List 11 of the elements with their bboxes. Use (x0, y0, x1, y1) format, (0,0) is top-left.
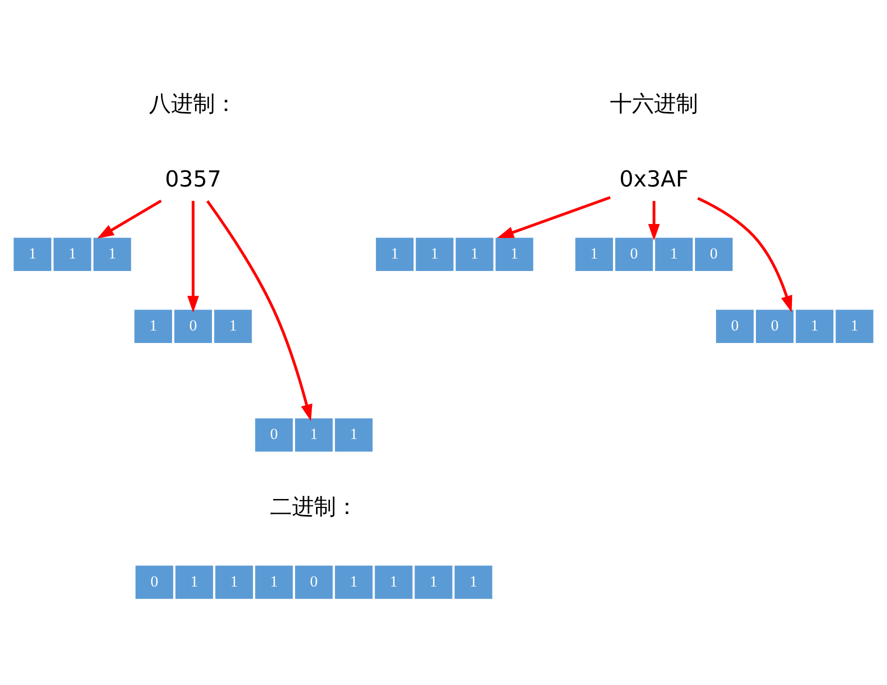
arrow (187, 200, 199, 312)
arrow (648, 200, 660, 240)
arrow (497, 196, 611, 238)
arrow (697, 196, 792, 312)
arrow (97, 199, 162, 238)
node-text: 0357 (164, 166, 222, 192)
label: 八进制： (149, 90, 238, 116)
label: 十六进制 (610, 90, 698, 116)
label: 二进制： (270, 494, 358, 520)
arrow (206, 200, 312, 421)
node-text: 0x3AF (619, 166, 689, 192)
